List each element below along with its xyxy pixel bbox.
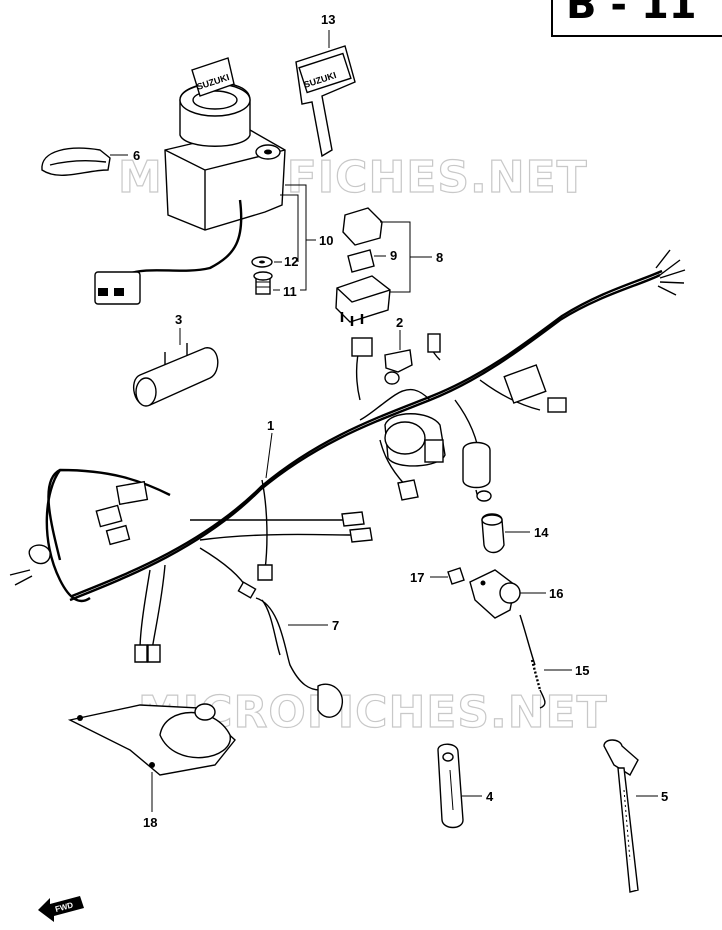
callout-17: 17 <box>410 570 424 585</box>
ignition-switch: SUZUKI <box>94 57 286 305</box>
wiring-harness <box>9 249 686 663</box>
screw-11 <box>253 271 273 295</box>
callout-8: 8 <box>436 250 443 265</box>
relay-body <box>335 275 391 326</box>
callout-11: 11 <box>283 284 297 299</box>
page-code: B - 11 <box>566 0 697 28</box>
callout-12: 12 <box>284 254 298 269</box>
callout-6: 6 <box>133 148 140 163</box>
callout-2: 2 <box>396 315 403 330</box>
callout-4: 4 <box>486 789 494 804</box>
screw-17 <box>447 567 465 585</box>
callout-16: 16 <box>549 586 563 601</box>
holder-4 <box>437 743 464 829</box>
page-code-box: B - 11 <box>551 0 722 37</box>
callout-5: 5 <box>661 789 668 804</box>
forward-indicator: FWD <box>38 896 84 922</box>
condenser <box>462 441 492 502</box>
cable-tie-5 <box>603 739 639 893</box>
callout-3: 3 <box>175 312 182 327</box>
horn-lead <box>199 547 344 718</box>
callout-1: 1 <box>267 418 274 433</box>
callout-10: 10 <box>319 233 333 248</box>
switch-bracket <box>469 569 521 619</box>
ignition-key: SUZUKI <box>295 45 356 158</box>
starter-solenoid <box>384 413 446 467</box>
callout-18: 18 <box>143 815 157 830</box>
callout-13: 13 <box>321 12 335 27</box>
neutral-switch <box>481 513 505 554</box>
washer-12 <box>251 256 273 268</box>
relay-cover <box>342 207 383 246</box>
fuse-9 <box>347 249 375 273</box>
bracket-2 <box>384 349 413 385</box>
horn <box>67 703 236 776</box>
callouts: 13 6 10 12 11 8 9 3 2 1 14 17 <box>110 12 668 830</box>
callout-9: 9 <box>390 248 397 263</box>
callout-15: 15 <box>575 663 589 678</box>
clamp-6 <box>41 147 111 177</box>
return-spring <box>519 614 546 709</box>
ignition-coil <box>132 343 219 407</box>
callout-7: 7 <box>332 618 339 633</box>
callout-14: 14 <box>534 525 549 540</box>
